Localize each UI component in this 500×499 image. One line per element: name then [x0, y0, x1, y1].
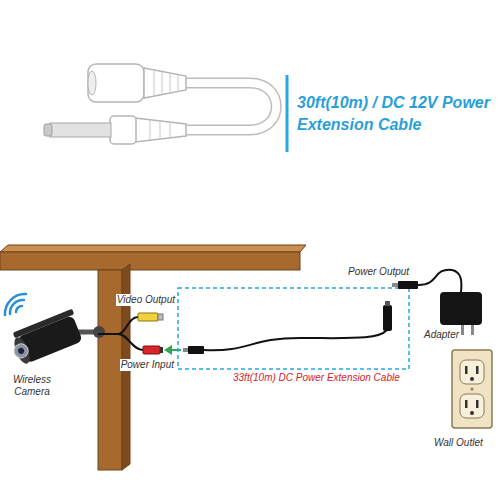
- camera-wires: [158, 314, 163, 320]
- port-label: Video Output: [116, 294, 176, 306]
- camera-illustration: [17, 347, 25, 355]
- connect-arrow: [171, 349, 181, 351]
- wall-outlet: [470, 411, 474, 415]
- wooden-post: [0, 252, 300, 270]
- camera-wires: [118, 334, 143, 350]
- power-adapter: [398, 281, 418, 289]
- extension-cable: [183, 301, 392, 354]
- camera-wires: [98, 313, 163, 354]
- wall-outlet: [476, 400, 479, 408]
- extension-cable: [188, 346, 204, 354]
- camera-wires: [98, 317, 138, 334]
- product-title: 30ft(10m) / DC 12V Power Extension Cable: [297, 92, 492, 136]
- camera-illustration: [11, 335, 33, 365]
- extension-cable-photo: [144, 68, 186, 98]
- wall-outlet: [465, 400, 468, 408]
- wall-outlet: [460, 360, 484, 384]
- device-label: Wall Outlet: [433, 437, 484, 449]
- power-adapter: [440, 292, 482, 325]
- extension-cable-photo: [50, 123, 111, 137]
- wooden-post: [0, 245, 306, 252]
- connect-arrow: [164, 345, 172, 355]
- extension-cable-photo: [160, 121, 161, 139]
- cable-label: 33ft(10m) DC Power Extension Cable: [232, 372, 401, 384]
- camera-wires: [143, 346, 160, 354]
- extension-cable: [385, 301, 390, 306]
- title-bar: [286, 75, 289, 152]
- power-adapter: [392, 283, 398, 287]
- extension-cable-photo: [88, 71, 96, 95]
- extension-cable-photo: [162, 72, 163, 94]
- extension-cable: [383, 305, 392, 331]
- port-label: Power Output: [347, 266, 410, 278]
- extension-cable-photo: [185, 83, 276, 130]
- extension-cable: [204, 330, 387, 350]
- extension-cable-photo: [178, 75, 179, 91]
- extension-cable-photo: [44, 64, 276, 144]
- camera-wires: [160, 347, 163, 353]
- power-adapter: [392, 270, 482, 335]
- wall-outlet: [476, 366, 479, 374]
- extension-cable-photo: [170, 122, 171, 138]
- extension-cable-photo: [154, 71, 155, 95]
- extension-cable-photo: [44, 124, 52, 136]
- wifi-symbol: [5, 294, 26, 315]
- wall-outlet: [470, 377, 474, 381]
- wall-outlet: [465, 366, 468, 374]
- extension-cable-photo: [170, 74, 171, 92]
- extension-cable-photo: [150, 120, 151, 140]
- device-label: Adapter: [423, 329, 460, 341]
- extension-cable-photo: [110, 116, 136, 144]
- wall-outlet: [452, 350, 492, 428]
- camera-illustration: [7, 309, 105, 367]
- wifi-symbol: [5, 294, 26, 315]
- camera-wires: [138, 313, 158, 321]
- wooden-post: [0, 245, 306, 470]
- camera-illustration: [7, 309, 85, 367]
- wall-outlet: [471, 388, 474, 391]
- camera-illustration: [93, 326, 105, 338]
- power-adapter: [461, 325, 464, 335]
- extension-cable: [183, 348, 188, 352]
- extension-cable-photo: [135, 118, 186, 142]
- extension-cable-photo: [88, 64, 144, 102]
- wifi-symbol: [10, 300, 24, 314]
- power-adapter: [471, 325, 474, 335]
- power-adapter: [418, 270, 461, 292]
- camera-illustration: [12, 342, 30, 360]
- device-label: Wireless Camera: [5, 374, 59, 398]
- port-label: Power Input: [120, 359, 175, 371]
- extension-cable-photo: [185, 83, 276, 130]
- wall-outlet: [452, 350, 492, 428]
- cable-region: [178, 288, 409, 369]
- wall-outlet: [460, 394, 484, 418]
- wifi-symbol: [16, 306, 22, 312]
